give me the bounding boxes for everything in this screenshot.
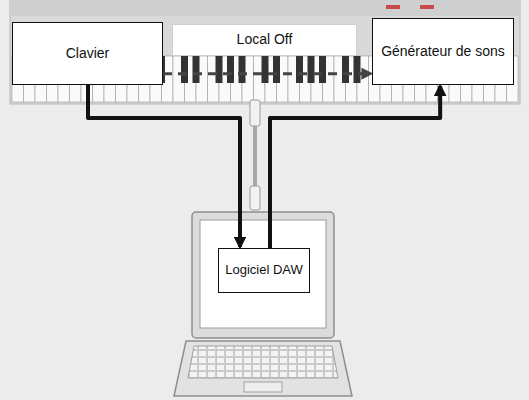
usb-plug bbox=[250, 100, 260, 126]
component-box: Logiciel DAW bbox=[218, 248, 310, 293]
node-text: Logiciel DAW bbox=[225, 262, 303, 278]
mode-label-box: Local Off bbox=[172, 24, 357, 56]
component-box: Générateur de sons bbox=[372, 18, 514, 85]
signal-arrow bbox=[88, 85, 240, 247]
component-box: Clavier bbox=[12, 22, 163, 85]
node-text: Clavier bbox=[66, 45, 110, 63]
indicator bbox=[386, 5, 400, 9]
indicator bbox=[420, 5, 434, 9]
instrument-panel bbox=[10, 0, 520, 16]
laptop-keyboard bbox=[188, 346, 338, 378]
laptop-screen-frame bbox=[192, 212, 334, 338]
usb-plug bbox=[250, 186, 260, 210]
laptop-base bbox=[174, 341, 352, 396]
signal-arrow bbox=[270, 86, 440, 248]
node-text: Générateur de sons bbox=[381, 43, 505, 61]
touchpad bbox=[244, 382, 282, 392]
node-text: Local Off bbox=[237, 31, 293, 49]
laptop-screen bbox=[200, 220, 326, 328]
dashed-arrow bbox=[163, 72, 371, 75]
